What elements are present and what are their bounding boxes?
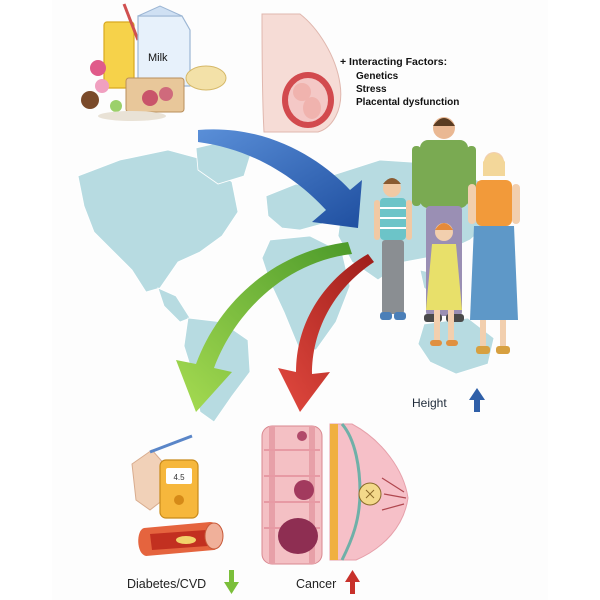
- lancet: [149, 434, 193, 454]
- candy-1: [90, 60, 106, 76]
- plaque: [176, 536, 196, 544]
- mother-skirt: [470, 226, 518, 320]
- height-label: Height: [412, 396, 447, 410]
- height-up-arrow-icon: [469, 388, 485, 412]
- milk-carton: [137, 15, 191, 87]
- cancer-up-arrow-icon: [345, 570, 360, 594]
- milk-label: Milk: [148, 52, 168, 64]
- interacting-factors-title: + Interacting Factors:: [340, 56, 448, 68]
- mother-top: [476, 180, 512, 226]
- factor-stress: Stress: [356, 84, 387, 95]
- plate: [98, 111, 166, 121]
- fetus-icon: [293, 83, 311, 101]
- blue-arrow: [198, 129, 362, 228]
- salami: [142, 90, 158, 106]
- polyp-small: [297, 431, 307, 441]
- father-shirt: [420, 140, 468, 208]
- tumor-large: [278, 518, 318, 554]
- breast-illustration: [329, 423, 409, 561]
- daughter-dress: [426, 244, 462, 310]
- pregnancy-illustration: [261, 13, 342, 133]
- north-america-shape: [77, 149, 239, 293]
- polyp-medium: [294, 480, 314, 500]
- red-arrow: [278, 254, 374, 412]
- green-arrow: [176, 242, 352, 412]
- diabetes-illustration: 4.5: [131, 434, 224, 556]
- chocolate: [81, 91, 99, 109]
- cancer-label: Cancer: [296, 577, 337, 591]
- family-illustration: [374, 117, 520, 354]
- factor-genetics: Genetics: [356, 71, 399, 82]
- candy-2: [95, 79, 109, 93]
- diabetes-down-arrow-icon: [224, 570, 239, 594]
- central-america-shape: [157, 287, 191, 323]
- straw: [122, 3, 140, 41]
- cheese: [185, 65, 227, 91]
- glucometer-reading: 4.5: [173, 473, 185, 482]
- boy-pants: [382, 240, 404, 314]
- food-illustration: [81, 3, 227, 121]
- factor-placental-dysfunction: Placental dysfunction: [356, 97, 460, 108]
- diabetes-cvd-label: Diabetes/CVD: [127, 577, 207, 591]
- candy-3: [110, 100, 122, 112]
- colon-illustration: [261, 425, 323, 565]
- juice-glass: [103, 21, 135, 89]
